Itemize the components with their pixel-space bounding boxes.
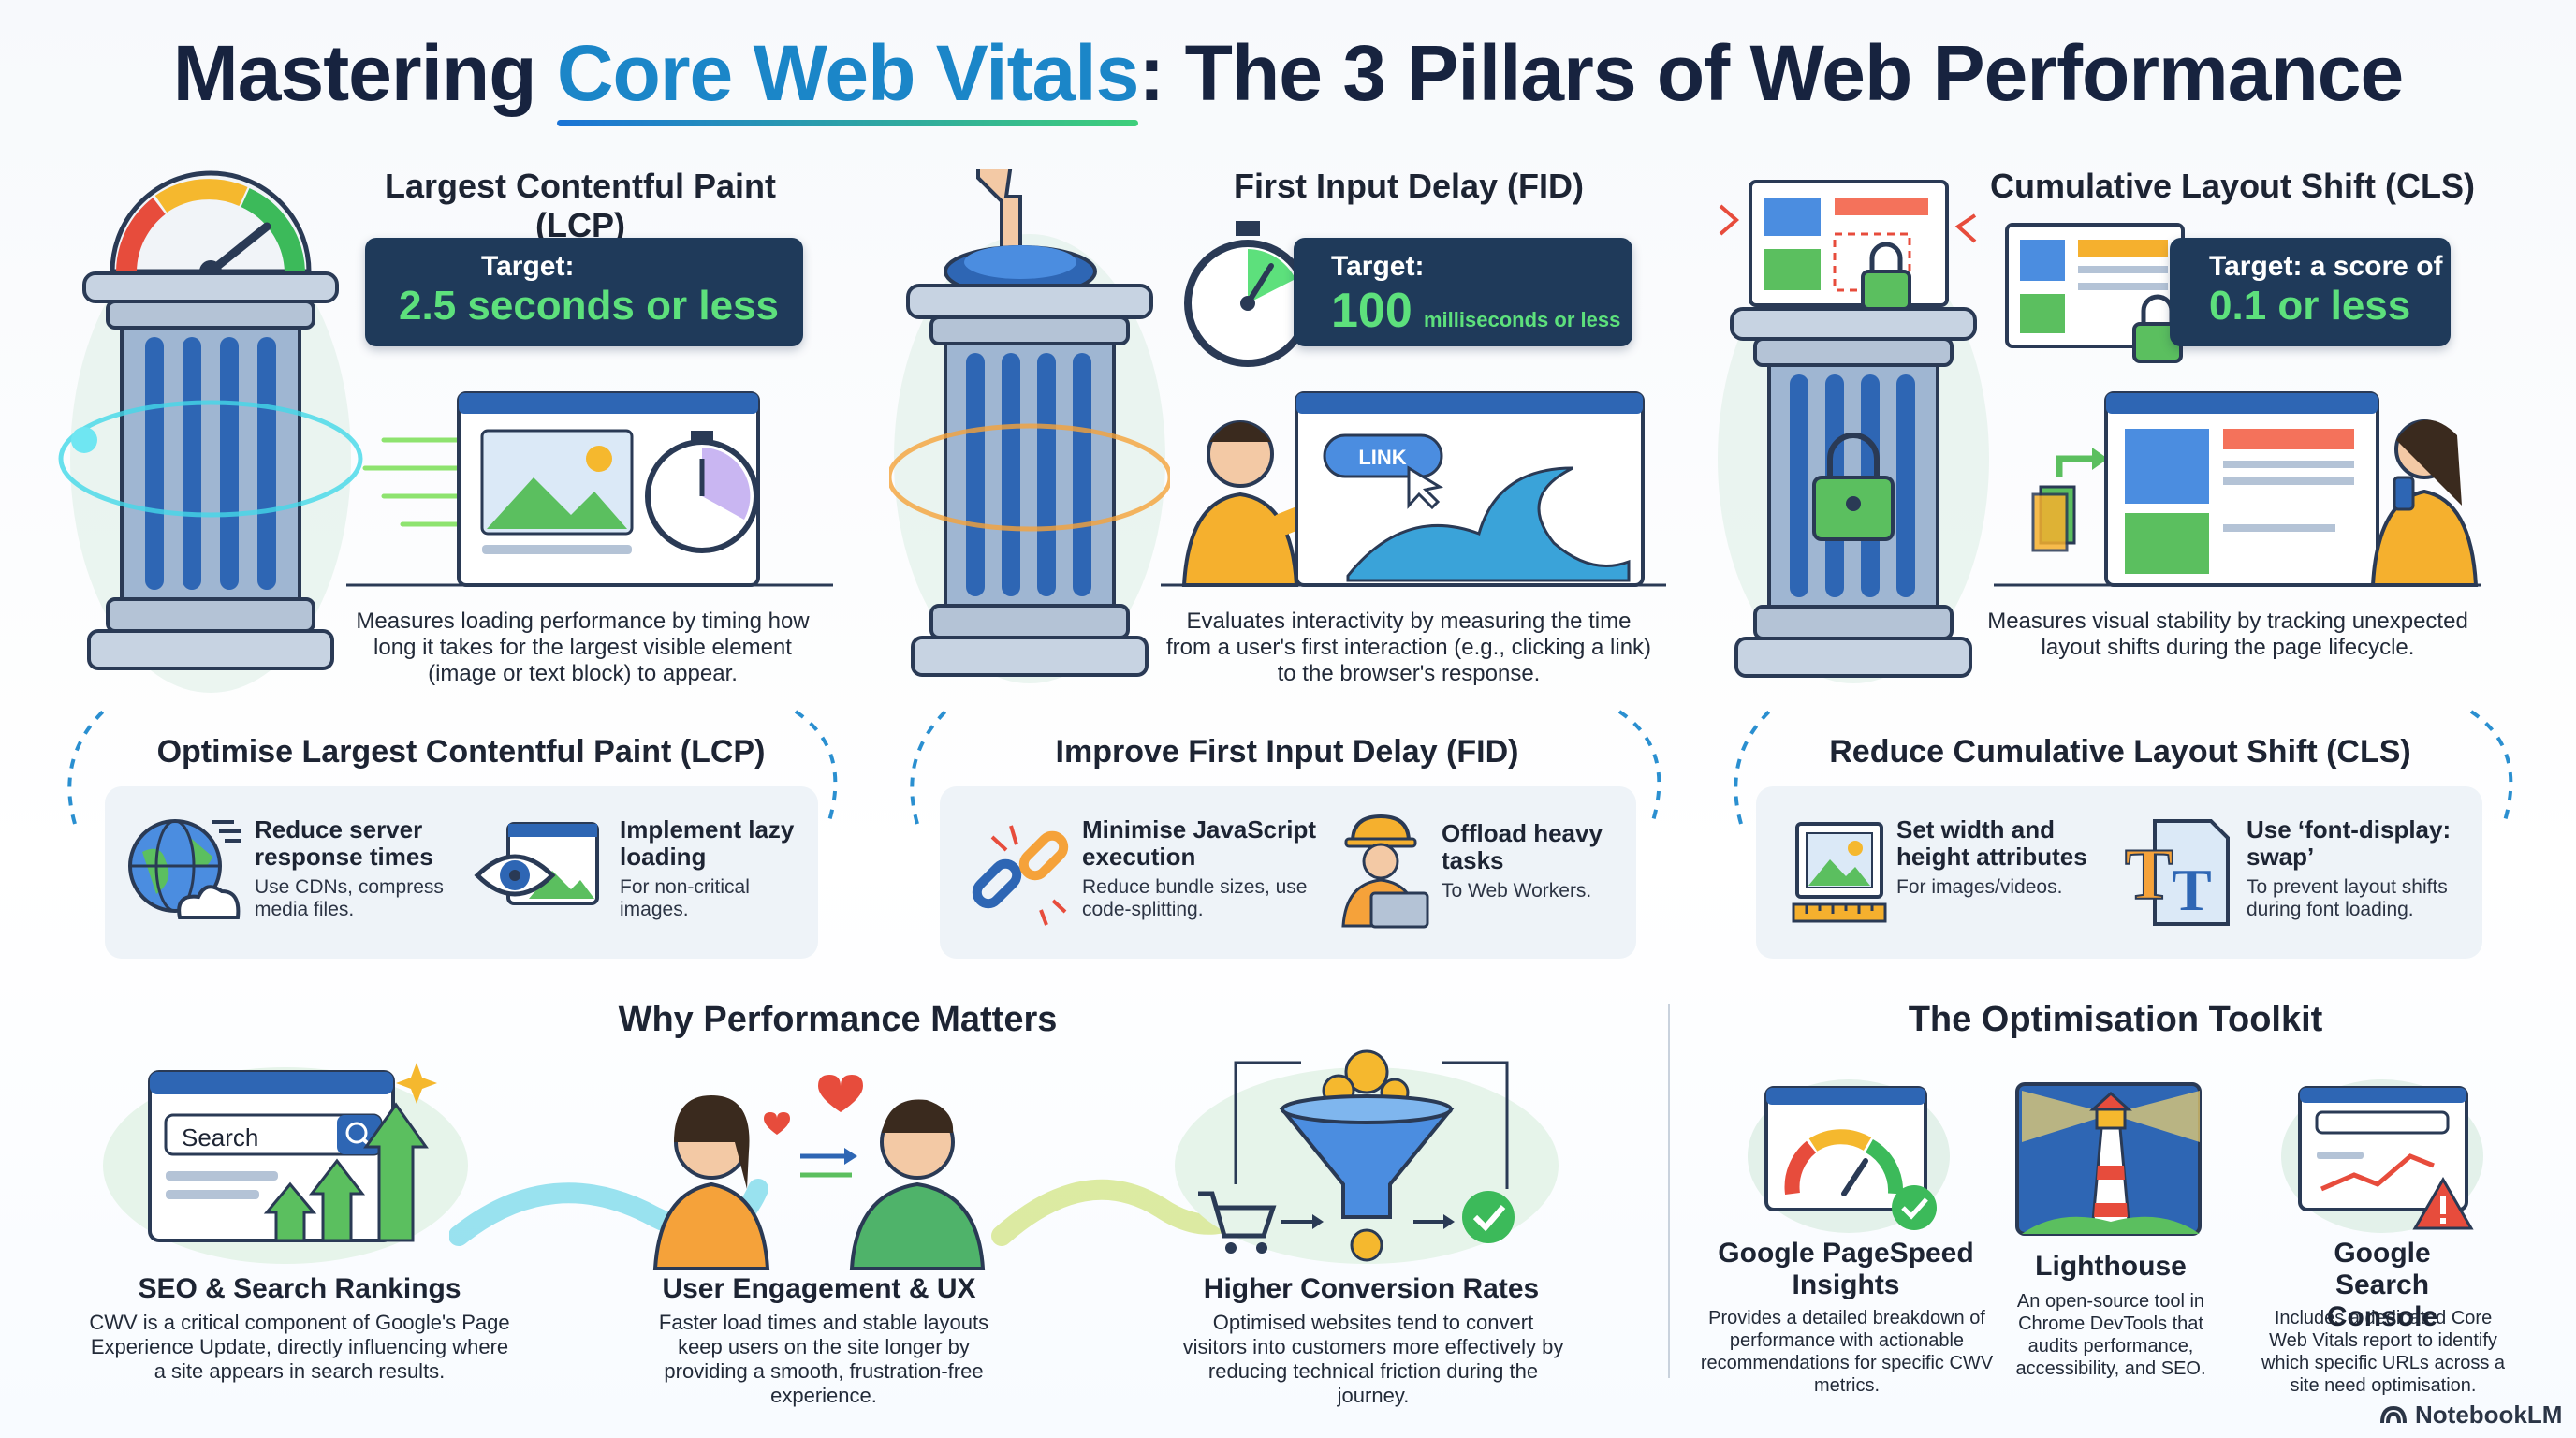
cls-layout-icon (2003, 221, 2190, 367)
pagespeed-gauge-icon (1746, 1067, 1952, 1236)
why-seo-head: SEO & Search Rankings (138, 1273, 461, 1304)
conversion-funnel-illustration (1170, 1034, 1563, 1269)
fid-target-value: 100 milliseconds or less (1331, 283, 1632, 339)
tip-sub: To Web Workers. (1442, 880, 1592, 902)
fid-target-box: Target: 100 milliseconds or less (1294, 238, 1632, 346)
cls-target-label: Target: a score of (2209, 251, 2443, 282)
optimise-cls-title: Reduce Cumulative Layout Shift (CLS) (1829, 734, 2411, 770)
cls-description: Measures visual stability by tracking un… (1987, 609, 2468, 660)
why-conversion-desc: Optimised websites tend to convert visit… (1182, 1311, 1564, 1407)
lighthouse-icon (2012, 1077, 2209, 1245)
tip-offload-tasks: Offload heavy tasks To Web Workers. (1442, 820, 1629, 902)
svg-text:T: T (2125, 833, 2174, 915)
tip-width-height: Set width and height attributes For imag… (1896, 816, 2121, 899)
tool-search-console-desc: Includes a dedicated Core Web Vitals rep… (2261, 1308, 2506, 1396)
pillar-fid-illustration (889, 169, 1170, 702)
why-conversion-head: Higher Conversion Rates (1203, 1273, 1540, 1304)
pillar-fid-title: First Input Delay (FID) (1233, 167, 1584, 205)
page-title: Mastering Core Web Vitals: The 3 Pillars… (0, 28, 2576, 126)
tool-lighthouse-head: Lighthouse (2035, 1251, 2187, 1282)
why-engagement-head: User Engagement & UX (662, 1273, 976, 1304)
image-ruler-icon (1788, 814, 1891, 927)
font-tt-icon: T T (2117, 816, 2230, 929)
lcp-target-value: 2.5 seconds or less (399, 283, 779, 329)
tip-lazy-loading: Implement lazy loading For non-critical … (620, 816, 807, 921)
tip-sub: Reduce bundle sizes, use code-splitting. (1082, 876, 1308, 920)
cls-target-value: 0.1 or less (2209, 283, 2411, 329)
optimise-lcp-title: Optimise Largest Contentful Paint (LCP) (156, 734, 766, 770)
seo-illustration (98, 1044, 473, 1269)
fid-link-label: LINK (1358, 446, 1406, 469)
lcp-description: Measures loading performance by timing h… (356, 609, 810, 686)
lcp-target-label: Target: (481, 251, 575, 282)
title-suffix: : The 3 Pillars of Web Performance (1138, 29, 2404, 117)
tip-reduce-server-response: Reduce server response times Use CDNs, c… (255, 816, 479, 921)
section-divider (1668, 1004, 1670, 1378)
svg-text:T: T (2172, 857, 2212, 923)
tip-sub: To prevent layout shifts during font loa… (2247, 876, 2448, 920)
toolkit-title: The Optimisation Toolkit (1908, 1000, 2323, 1039)
tip-head: Reduce server response times (255, 815, 433, 871)
tip-head: Use ‘font-display: swap’ (2247, 815, 2452, 871)
optimise-lcp-panel (105, 786, 818, 959)
tip-sub: For non-critical images. (620, 876, 750, 920)
cls-target-box: Target: a score of 0.1 or less (2170, 238, 2451, 346)
notebooklm-logo: NotebookLM (2379, 1401, 2562, 1430)
tip-sub: For images/videos. (1896, 876, 2063, 898)
seo-search-label: Search (182, 1123, 259, 1152)
broken-link-icon (964, 816, 1076, 929)
stopwatch-icon (1178, 217, 1318, 367)
pillar-cls-title: Cumulative Layout Shift (CLS) (1989, 167, 2475, 205)
tool-pagespeed-desc: Provides a detailed breakdown of perform… (1700, 1308, 1994, 1396)
cls-layout-shift-illustration (1994, 384, 2481, 594)
title-highlight: Core Web Vitals (556, 29, 1139, 126)
tip-font-display: Use ‘font-display: swap’ To prevent layo… (2247, 816, 2471, 921)
worker-laptop-icon (1329, 809, 1432, 931)
optimise-arcs (67, 710, 2513, 825)
pillar-lcp-title: Largest Contentful Paint (LCP) (384, 167, 776, 244)
optimise-fid-title: Improve First Input Delay (FID) (1055, 734, 1519, 770)
search-console-icon (2279, 1067, 2485, 1236)
tool-pagespeed-head: Google PageSpeed Insights (1718, 1238, 1974, 1300)
tool-lighthouse-desc: An open-source tool in Chrome DevTools t… (2015, 1291, 2206, 1379)
why-title: Why Performance Matters (618, 1000, 1058, 1039)
title-prefix: Mastering (172, 29, 557, 117)
tool-search-console-head: Google Search Console (2326, 1238, 2438, 1332)
pillar-cls-illustration (1713, 169, 1994, 702)
tip-head: Implement lazy loading (620, 815, 795, 871)
lcp-target-box: Target: 2.5 seconds or less (365, 238, 803, 346)
fid-description: Evaluates interactivity by measuring the… (1165, 609, 1652, 686)
fid-target-number: 100 (1331, 284, 1412, 338)
globe-cloud-icon (124, 814, 245, 927)
why-seo-desc: CWV is a critical component of Google's … (89, 1311, 510, 1383)
engagement-illustration (637, 1067, 1011, 1273)
tip-head: Minimise JavaScript execution (1082, 815, 1316, 871)
why-engagement-desc: Faster load times and stable layouts kee… (658, 1311, 989, 1407)
eye-image-icon (473, 814, 604, 927)
tip-sub: Use CDNs, compress media files. (255, 876, 444, 920)
fid-target-label: Target: (1331, 251, 1425, 282)
footer-brand: NotebookLM (2415, 1401, 2563, 1429)
optimise-fid-panel (940, 786, 1636, 959)
tip-head: Set width and height attributes (1896, 815, 2087, 871)
tip-minimise-js: Minimise JavaScript execution Reduce bun… (1082, 816, 1325, 921)
fid-interaction-illustration: LINK (1161, 384, 1666, 594)
lcp-browser-illustration (346, 384, 833, 594)
tip-head: Offload heavy tasks (1442, 819, 1603, 874)
pillar-lcp-illustration (56, 159, 365, 702)
fid-target-unit: milliseconds or less (1424, 308, 1621, 331)
notebooklm-logo-icon (2380, 1405, 2407, 1423)
